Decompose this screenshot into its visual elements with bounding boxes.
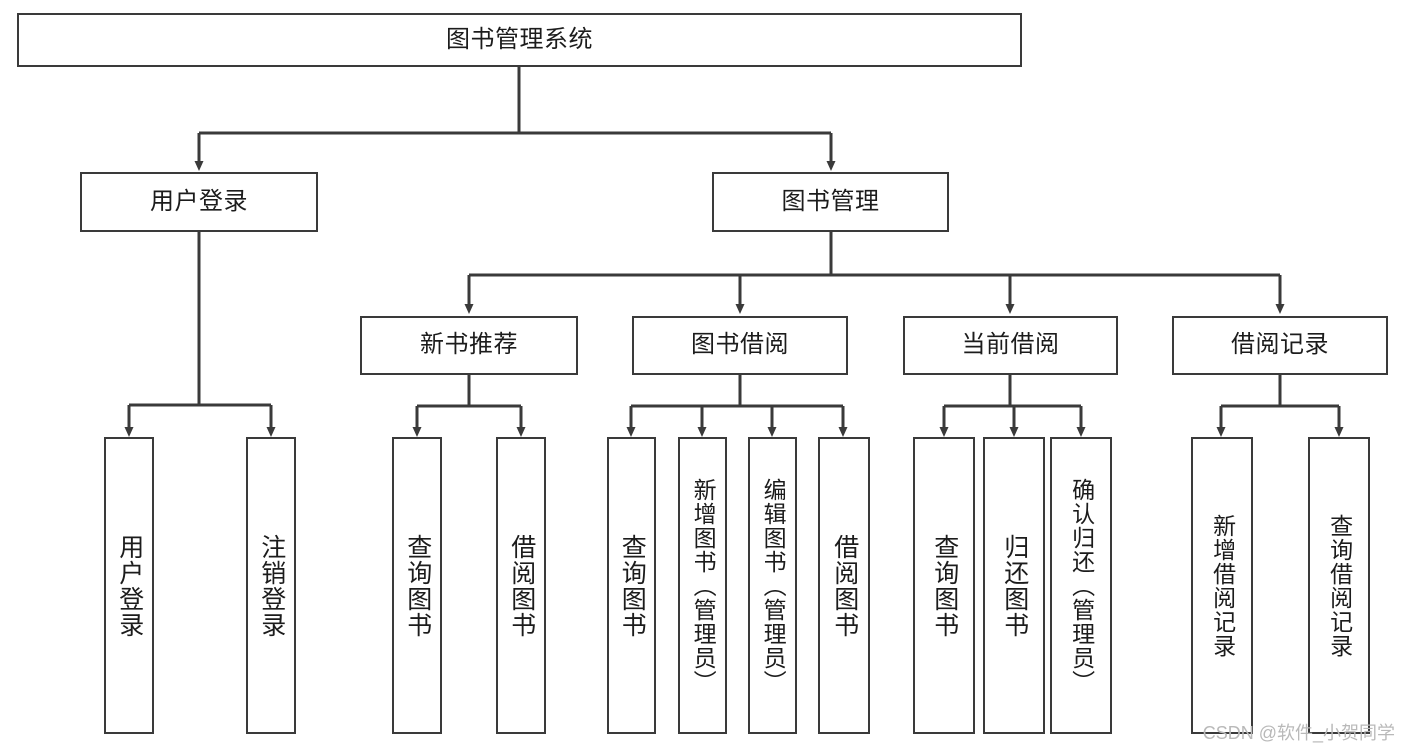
leaf-query-book-borrow-label: 查询图书: [618, 533, 647, 638]
leaf-user-login-label: 用户登录: [115, 533, 144, 638]
leaf-confirm-return-admin-label: 确认归还（管理员）: [1068, 477, 1095, 694]
leaf-query-borrow-record[interactable]: 查询借阅记录: [1308, 437, 1370, 734]
leaf-query-book-recommend[interactable]: 查询图书: [392, 437, 442, 734]
node-root-label: 图书管理系统: [446, 25, 593, 53]
leaf-query-book-current-label: 查询图书: [930, 533, 959, 638]
leaf-edit-book-admin[interactable]: 编辑图书（管理员）: [748, 437, 797, 734]
csdn-watermark: CSDN @软件_小贺同学: [1202, 723, 1395, 743]
node-user-login-label: 用户登录: [150, 187, 248, 215]
leaf-user-login[interactable]: 用户登录: [104, 437, 154, 734]
leaf-add-borrow-record-label: 新增借阅记录: [1209, 513, 1236, 658]
node-new-book-recommend-label: 新书推荐: [420, 331, 518, 359]
node-borrow-record-label: 借阅记录: [1231, 331, 1329, 359]
node-book-borrow[interactable]: 图书借阅: [632, 316, 848, 375]
node-current-borrow[interactable]: 当前借阅: [903, 316, 1118, 375]
leaf-add-book-admin[interactable]: 新增图书（管理员）: [678, 437, 727, 734]
leaf-return-book[interactable]: 归还图书: [983, 437, 1045, 734]
leaf-add-book-admin-label: 新增图书（管理员）: [690, 477, 717, 694]
leaf-borrow-book-recommend-label: 借阅图书: [507, 533, 536, 638]
leaf-logout-label: 注销登录: [257, 533, 286, 638]
leaf-query-book-recommend-label: 查询图书: [403, 533, 432, 638]
leaf-edit-book-admin-label: 编辑图书（管理员）: [760, 477, 787, 694]
node-root[interactable]: 图书管理系统: [17, 13, 1022, 67]
leaf-query-book-current[interactable]: 查询图书: [913, 437, 975, 734]
leaf-query-book-borrow[interactable]: 查询图书: [607, 437, 656, 734]
node-book-borrow-label: 图书借阅: [691, 331, 789, 359]
node-book-manage[interactable]: 图书管理: [712, 172, 949, 232]
node-user-login[interactable]: 用户登录: [80, 172, 318, 232]
node-book-manage-label: 图书管理: [781, 187, 880, 215]
node-new-book-recommend[interactable]: 新书推荐: [360, 316, 578, 375]
leaf-query-borrow-record-label: 查询借阅记录: [1326, 513, 1353, 658]
node-borrow-record[interactable]: 借阅记录: [1172, 316, 1388, 375]
leaf-borrow-book-recommend[interactable]: 借阅图书: [496, 437, 546, 734]
leaf-return-book-label: 归还图书: [1000, 533, 1029, 638]
leaf-logout[interactable]: 注销登录: [246, 437, 296, 734]
node-current-borrow-label: 当前借阅: [961, 331, 1060, 359]
leaf-confirm-return-admin[interactable]: 确认归还（管理员）: [1050, 437, 1112, 734]
leaf-add-borrow-record[interactable]: 新增借阅记录: [1191, 437, 1253, 734]
leaf-borrow-book-label: 借阅图书: [830, 533, 859, 638]
leaf-borrow-book[interactable]: 借阅图书: [818, 437, 870, 734]
